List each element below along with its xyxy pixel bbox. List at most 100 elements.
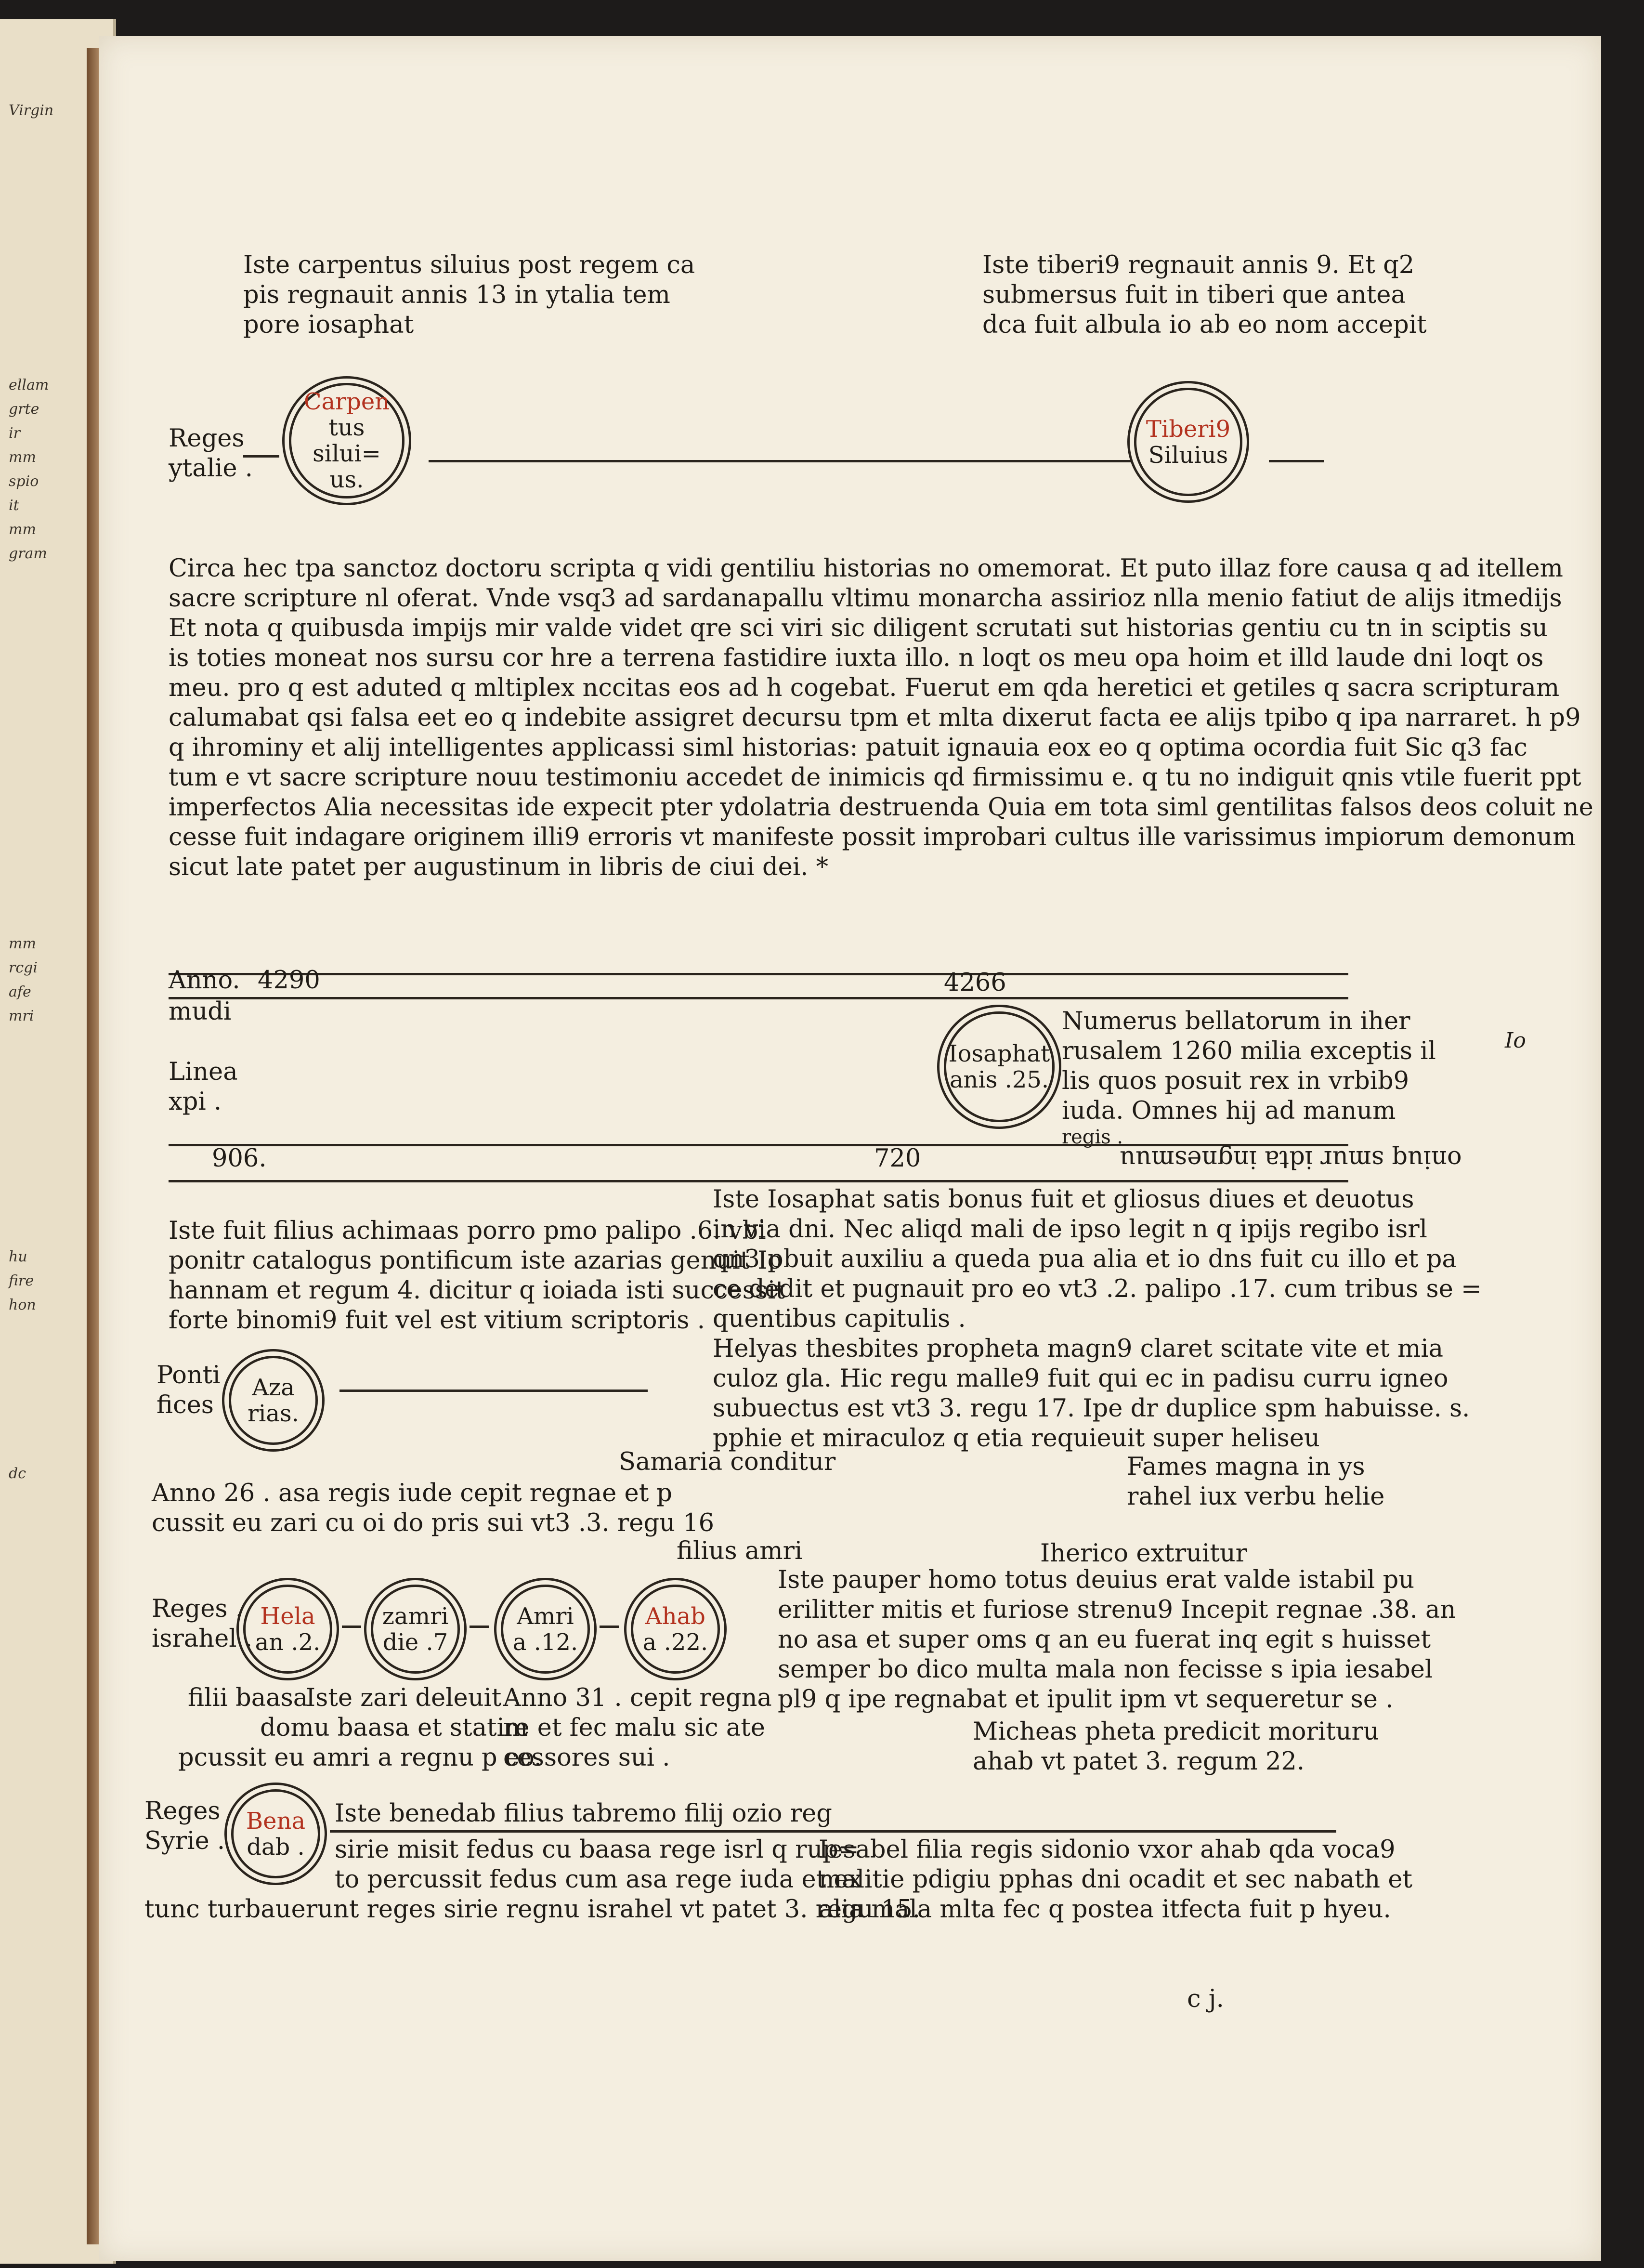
left-fragment: ir <box>9 425 20 442</box>
benadab-paragraph-line: Iste benedab filius tabremo filij ozio r… <box>335 1799 832 1828</box>
numerus-note-line: lis quos posuit rex in vrbib9 <box>1062 1067 1409 1095</box>
timeline-rule <box>339 1390 648 1392</box>
fames-note-line: rahel iux verbu helie <box>1127 1482 1385 1511</box>
reges-israhel-label: Reges . <box>152 1595 244 1623</box>
iosaphat-paragraph-line: in via dni. Nec aliqd mali de ipso legit… <box>713 1215 1427 1244</box>
main-paragraph-line: q ihrominy et alij intelligentes applica… <box>169 734 1527 762</box>
left-fragment: gram <box>9 545 47 562</box>
iosaphat-paragraph-line: qn3 pbuit auxiliu a queda pua alia et io… <box>713 1245 1457 1273</box>
numerus-note-line: iuda. Omnes hij ad manum <box>1062 1097 1396 1125</box>
top-left-note-line: pis regnauit annis 13 in ytalia tem <box>243 281 670 309</box>
reges-ytalie-label: Reges <box>169 424 245 453</box>
helyas-paragraph-line: pphie et miraculoz q etia requieuit supe… <box>713 1424 1320 1453</box>
circle-tiberius: Tiberi9 Siluius <box>1134 388 1242 496</box>
filii-baasa-note: pcussit eu amri a regnu p eo. <box>178 1744 542 1772</box>
benadab-paragraph-line: to percussit fedus cum asa rege iuda et … <box>335 1865 862 1894</box>
timeline-rule <box>470 1626 489 1628</box>
numerus-note-line: rusalem 1260 milia exceptis il <box>1062 1037 1436 1065</box>
timeline-rule <box>169 973 1348 975</box>
top-right-note-line: Iste tiberi9 regnauit annis 9. Et q2 <box>982 251 1415 279</box>
main-paragraph-line: meu. pro q est aduted q mltiplex nccitas… <box>169 674 1560 702</box>
timeline-rule <box>429 460 1136 462</box>
inverted-note: oniuq smur idta ingnesmuu <box>1120 1145 1462 1173</box>
left-fragment: spio <box>9 473 39 490</box>
left-fragment: fire <box>9 1272 34 1289</box>
numerus-note-line: Numerus bellatorum in iher <box>1062 1007 1410 1036</box>
samaria-note: Samaria conditur <box>619 1448 836 1476</box>
iesabel-paragraph-line: Iesabel filia regis sidonio vxor ahab qd… <box>819 1835 1396 1864</box>
reges-israhel-label: israhel . <box>152 1625 253 1653</box>
anno-mundi-label: mudi <box>169 997 232 1026</box>
top-left-note-line: Iste carpentus siluius post regem ca <box>243 251 695 279</box>
main-paragraph-line: tum e vt sacre scripture nouu testimoniu… <box>169 763 1581 792</box>
left-fragment: mm <box>9 521 36 538</box>
linea-xpi-label: Linea <box>169 1058 238 1086</box>
ahab-paragraph-line: no asa et super oms q an eu fuerat inq e… <box>778 1626 1431 1654</box>
ahab-paragraph-line: erilitter mitis et furiose strenu9 Incep… <box>778 1596 1456 1624</box>
year-number: 4290 <box>258 966 320 995</box>
timeline-rule <box>169 1180 1348 1182</box>
year-number: 4266 <box>944 969 1006 997</box>
main-paragraph-line: calumabat qsi falsa eet eo q indebite as… <box>169 704 1581 732</box>
iesabel-paragraph-line: malitie pdigiu pphas dni ocadit et sec n… <box>819 1865 1413 1894</box>
year-number: 906. <box>212 1144 267 1173</box>
micheas-note-line: Micheas pheta predicit morituru <box>973 1717 1379 1746</box>
filius-amri-note: filius amri <box>677 1537 803 1565</box>
linea-xpi-label: xpi . <box>169 1088 222 1116</box>
timeline-rule <box>342 1626 361 1628</box>
page-signature: c j. <box>1187 1985 1224 2013</box>
circle-amri: Amri a .12. <box>501 1585 590 1674</box>
anno31-note-line: re et fec malu sic ate <box>503 1714 765 1742</box>
iosaphat-paragraph-line: ce dedit et pugnauit pro eo vt3 .2. pali… <box>713 1275 1482 1303</box>
left-fragment: afe <box>9 983 31 1000</box>
top-right-note-line: dca fuit albula io ab eo nom accepit <box>982 311 1427 339</box>
timeline-rule <box>243 455 279 458</box>
circle-carpentus: Carpen tus silui= us. <box>289 383 404 498</box>
margin-mark: Io <box>1505 1028 1526 1053</box>
circle-azarias: Aza rias. <box>229 1356 318 1445</box>
reges-syrie-label: Syrie . <box>144 1827 225 1855</box>
fames-note-line: Fames magna in ys <box>1127 1453 1365 1481</box>
ahab-paragraph-line: pl9 q ipe regnabat et ipulit ipm vt sequ… <box>778 1685 1394 1714</box>
anno26-note-line: cussit eu zari cu oi do pris sui vt3 .3.… <box>152 1509 715 1537</box>
left-fragment: mm <box>9 449 36 466</box>
main-paragraph-line: sacre scripture nl oferat. Vnde vsq3 ad … <box>169 584 1562 613</box>
circle-zamri: zamri die .7 <box>371 1585 460 1674</box>
azarias-paragraph-line: ponitr catalogus pontificum iste azarias… <box>169 1246 783 1275</box>
helyas-paragraph-line: Helyas thesbites propheta magn9 claret s… <box>713 1335 1444 1363</box>
anno-mundi-label: Anno. <box>169 966 240 995</box>
filii-baasa-note: filii baasa <box>188 1684 308 1712</box>
benadab-paragraph-line: tunc turbauerunt reges sirie regnu israh… <box>144 1895 921 1924</box>
timeline-rule <box>600 1626 619 1628</box>
azarias-paragraph-line: Iste fuit filius achimaas porro pmo pali… <box>169 1217 766 1245</box>
anno31-note-line: cessores sui . <box>503 1744 670 1772</box>
benadab-paragraph-line: sirie misit fedus cu baasa rege isrl q r… <box>335 1835 859 1864</box>
main-paragraph-line: cesse fuit indagare originem illi9 error… <box>169 823 1576 852</box>
main-paragraph-line: sicut late patet per augustinum in libri… <box>169 853 829 881</box>
left-fragment: rcgi <box>9 959 38 976</box>
azarias-paragraph-line: hannam et regum 4. dicitur q ioiada isti… <box>169 1276 785 1305</box>
circle-ahab: Ahab a .22. <box>631 1585 720 1674</box>
main-paragraph-line: is toties moneat nos sursu cor hre a ter… <box>169 644 1544 672</box>
reges-syrie-label: Reges . <box>144 1797 236 1825</box>
top-right-note-line: submersus fuit in tiberi que antea <box>982 281 1406 309</box>
filii-baasa-note: domu baasa et statim <box>260 1714 528 1742</box>
zari-note: Iste zari deleuit <box>306 1684 502 1712</box>
iesabel-paragraph-line: alia mala mlta fec q postea itfecta fuit… <box>819 1895 1391 1924</box>
left-fragment: Virgin <box>9 102 54 119</box>
left-fragment: mm <box>9 935 36 952</box>
timeline-rule <box>330 1830 1336 1833</box>
circle-hela: Hela an .2. <box>243 1585 332 1674</box>
left-fragment: ellam <box>9 377 49 393</box>
anno26-note-line: Anno 26 . asa regis iude cepit regnae et… <box>152 1479 673 1508</box>
azarias-paragraph-line: forte binomi9 fuit vel est vitium script… <box>169 1306 705 1335</box>
right-page: Iste carpentus siluius post regem ca pis… <box>99 36 1601 2261</box>
ponti-fices-label: Ponti <box>157 1361 221 1390</box>
left-fragment: hon <box>9 1297 36 1313</box>
ahab-paragraph-line: Iste pauper homo totus deuius erat valde… <box>778 1566 1415 1594</box>
numerus-note-line: regis . <box>1062 1126 1123 1148</box>
ponti-fices-label: fices . <box>157 1391 230 1419</box>
timeline-rule <box>1269 460 1324 462</box>
circle-benadab: Bena dab . <box>231 1789 320 1878</box>
left-fragment: grte <box>9 401 39 418</box>
